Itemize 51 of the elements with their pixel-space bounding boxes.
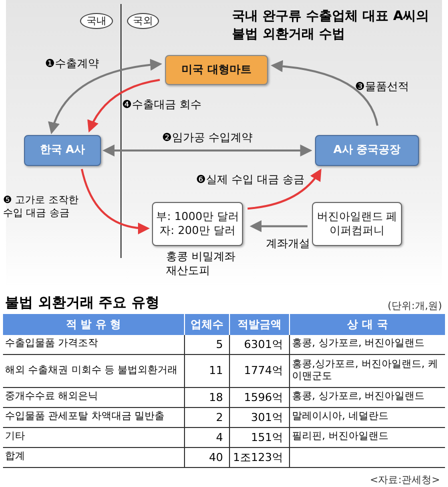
arrow [248,168,322,210]
table-cell: 합계 [3,448,185,468]
table-cell: 수출입물품 가격조작 [3,335,185,355]
arrow [270,60,378,126]
table-cell: 홍콩,싱가포르, 버진아일랜드, 케이맨군도 [290,355,445,388]
column-header: 적발금액 [230,314,290,335]
edge-label: ❻실제 수입 대금 송금 [196,173,304,187]
column-header: 상 대 국 [290,314,445,335]
table-cell: 말레이시아, 네덜란드 [290,408,445,428]
process-box: 부: 1000만 달러 자: 200만 달러 [152,202,243,246]
arrow [48,59,162,134]
table-cell: 기타 [3,428,185,448]
table-cell: 4 [185,428,230,448]
table-cell: 301억 [230,408,290,428]
table-cell: 151억 [230,428,290,448]
table-cell: 홍콩, 싱가포르, 버진아일랜드 [290,388,445,408]
arrow [88,78,160,132]
table-title: 불법 외환거래 주요 유형 [5,294,161,312]
table-cell: 1596억 [230,388,290,408]
edge-label: ❹수출대금 회수 [122,98,202,112]
table-cell: 수입물품 관세포탈 차액대금 밀반출 [3,408,185,428]
edge-label: ❷임가공 수입계약 [162,131,252,145]
table-cell: 1774억 [230,355,290,388]
arrow [102,144,312,156]
table-cell: 1조123억 [230,448,290,468]
source-note: <자료:관세청> [368,474,440,487]
column-header: 업체수 [185,314,230,335]
arrow [80,168,150,234]
process-box: 한국 A사 [24,135,101,166]
table-cell: 중개수수료 해외은닉 [3,388,185,408]
table-cell: 18 [185,388,230,408]
process-box: 미국 대형마트 [165,55,268,85]
process-box: 버진아일랜드 페이퍼컴퍼니 [312,202,402,246]
column-header: 적 발 유 형 [3,314,185,335]
table-cell: 해외 수출채권 미회수 등 불법외환거래 [3,355,185,388]
table-cell: 11 [185,355,230,388]
edge-label: 계좌개설 [266,237,310,251]
table-cell: 필리핀, 버진아일랜드 [290,428,445,448]
node-caption: 홍콩 비밀계좌 재산도피 [166,250,236,279]
table-cell: 40 [185,448,230,468]
edge-label: ❺ 고가로 조작한 수입 대금 송금 [3,195,80,220]
edge-label: ❶수출계약 [45,57,99,71]
unit-note: (단위:개,원) [386,300,442,313]
diagram-title: 국내 완구류 수출업체 대표 A씨의 불법 외환거래 수법 [232,8,430,44]
edge-label: ❸물품선적 [355,80,409,94]
table-cell: 6301억 [230,335,290,355]
table-cell: 홍콩, 싱가포르, 버진아일랜드 [290,335,445,355]
process-box: A사 중국공장 [315,135,419,166]
table-cell: 5 [185,335,230,355]
table-cell: 2 [185,408,230,428]
arrow [250,220,308,232]
